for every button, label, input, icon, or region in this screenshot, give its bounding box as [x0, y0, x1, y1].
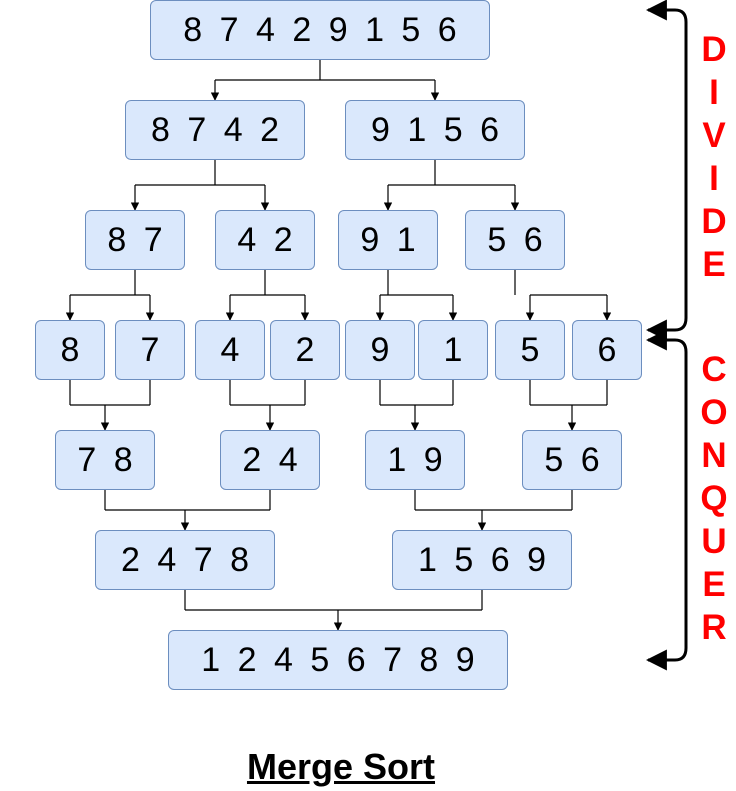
side-label-letter: N [701, 436, 727, 475]
node-merged-pair-3: 1 9 [365, 430, 465, 490]
node-merged-half-left: 2 4 7 8 [95, 530, 275, 590]
side-label-letter: U [701, 522, 727, 561]
node-single-7: 5 [495, 320, 565, 380]
node-single-3: 4 [195, 320, 265, 380]
side-label-letter: R [701, 608, 727, 647]
side-label-letter: V [702, 116, 726, 155]
node-merged-half-right: 1 5 6 9 [392, 530, 572, 590]
side-label-letter: I [709, 73, 719, 112]
node-merged-pair-1: 7 8 [55, 430, 155, 490]
node-quarter-3: 9 1 [338, 210, 438, 270]
node-merged-pair-2: 2 4 [220, 430, 320, 490]
node-single-6: 1 [418, 320, 488, 380]
side-label-letter: I [709, 159, 719, 198]
node-single-8: 6 [572, 320, 642, 380]
node-quarter-2: 4 2 [215, 210, 315, 270]
side-label-letter: D [701, 202, 727, 241]
node-single-2: 7 [115, 320, 185, 380]
conquer-bracket [645, 329, 688, 671]
side-label-letter: C [701, 350, 727, 389]
divide-bracket [645, 0, 688, 341]
side-label-letter: E [702, 565, 726, 604]
side-label-letter: O [700, 393, 728, 432]
node-single-1: 8 [35, 320, 105, 380]
node-merged-pair-4: 5 6 [522, 430, 622, 490]
node-quarter-1: 8 7 [85, 210, 185, 270]
node-single-5: 9 [345, 320, 415, 380]
side-label-letter: D [701, 30, 727, 69]
node-result: 1 2 4 5 6 7 8 9 [168, 630, 508, 690]
node-half-right: 9 1 5 6 [345, 100, 525, 160]
node-root: 8 7 4 2 9 1 5 6 [150, 0, 490, 60]
side-label-letter: Q [700, 479, 728, 518]
diagram-caption: Merge Sort [246, 746, 436, 787]
node-single-4: 2 [270, 320, 340, 380]
side-label-letter: E [702, 245, 726, 284]
node-quarter-4: 5 6 [465, 210, 565, 270]
node-half-left: 8 7 4 2 [125, 100, 305, 160]
